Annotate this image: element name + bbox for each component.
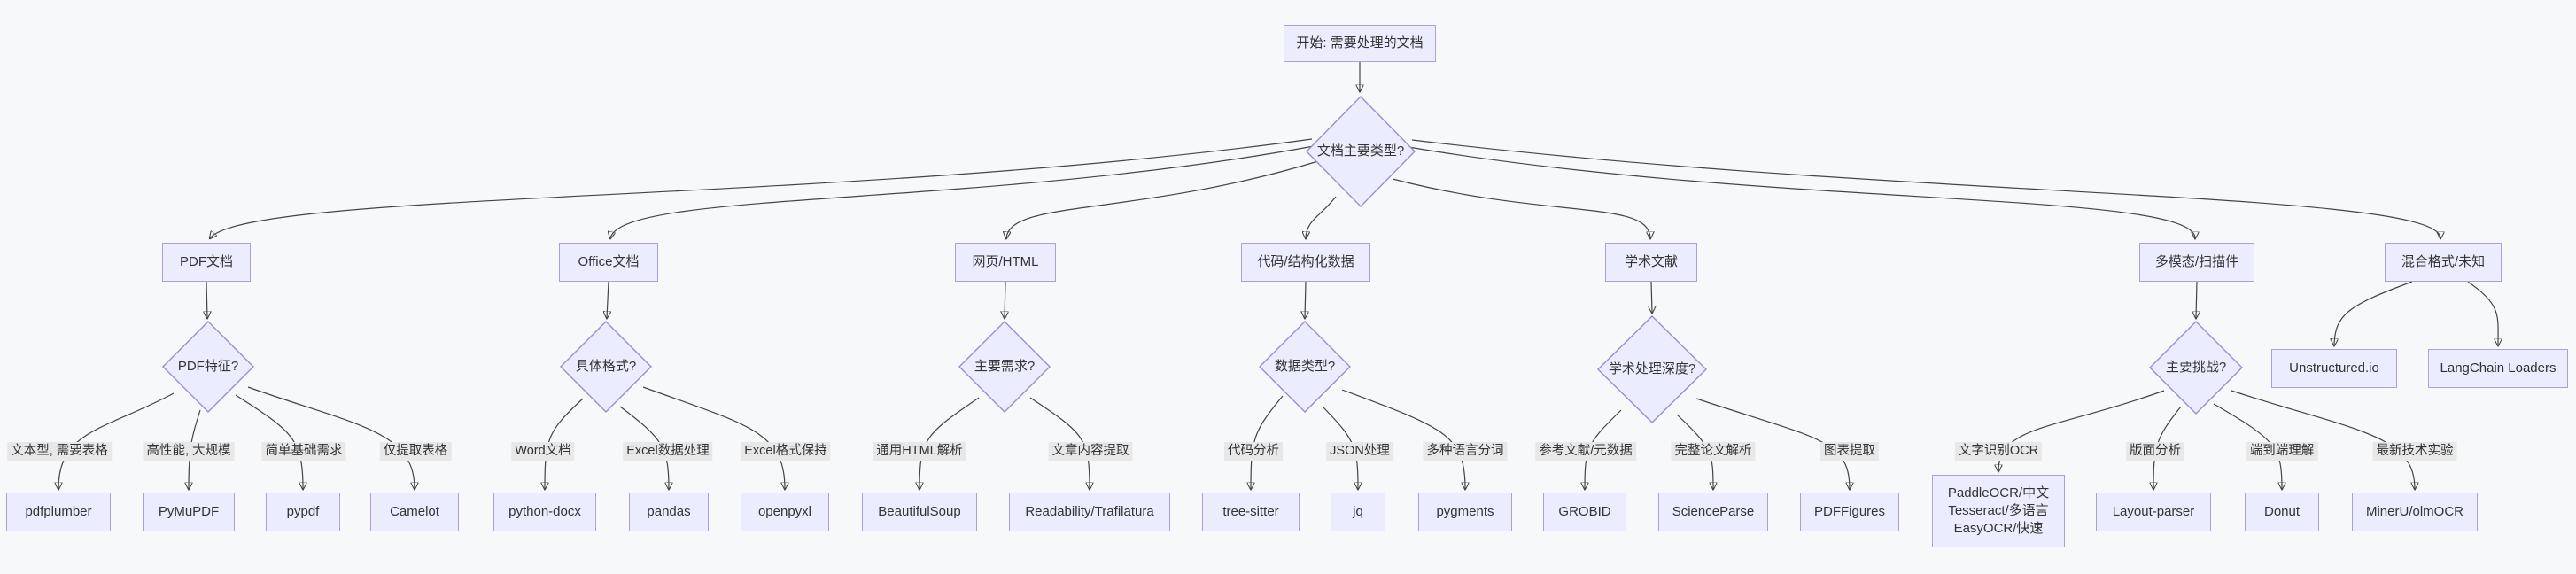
- edge-code-to-decision: [1305, 281, 1306, 318]
- tool-node-pymupdf: PyMuPDF: [143, 493, 235, 531]
- decision-label-academic: 学术处理深度?: [1608, 361, 1696, 376]
- edge-mixed-to-unstructured: [2334, 281, 2413, 345]
- category-node-office: Office文档: [559, 243, 658, 282]
- tool-node-python-docx: python-docx: [493, 493, 596, 531]
- tool-node-unstructured-io: Unstructured.io: [2271, 349, 2397, 388]
- edge-label-pdf-text-tables: 文本型, 需要表格: [7, 442, 112, 461]
- tool-node-tree-sitter: tree-sitter: [1202, 493, 1300, 531]
- tool-node-langchain-loaders: LangChain Loaders: [2428, 349, 2568, 388]
- edge-to-openpyxl: [642, 386, 785, 489]
- edge-label-excel-format: Excel格式保持: [741, 442, 831, 461]
- decision-label-pdf: PDF特征?: [177, 358, 239, 374]
- edge-root-to-html: [1006, 160, 1319, 238]
- tool-node-ocr-stack: PaddleOCR/中文 Tesseract/多语言 EasyOCR/快速: [1932, 475, 2065, 547]
- tool-node-readability-trafilatura: Readability/Trafilatura: [1009, 493, 1170, 531]
- tool-node-pdfplumber: pdfplumber: [6, 493, 111, 531]
- edge-root-to-pdf: [210, 138, 1313, 238]
- edge-label-layout: 版面分析: [2126, 442, 2184, 461]
- ocr-tool-line-3: EasyOCR/快速: [1953, 521, 2044, 537]
- edge-to-pygments: [1341, 389, 1465, 489]
- category-node-academic: 学术文献: [1605, 243, 1697, 282]
- category-node-code: 代码/结构化数据: [1241, 243, 1370, 282]
- tool-node-jq: jq: [1331, 493, 1385, 531]
- tool-node-pypdf: pypdf: [266, 493, 340, 531]
- tool-node-grobid: GROBID: [1543, 493, 1626, 531]
- tool-node-scienceparse: ScienceParse: [1658, 493, 1768, 531]
- category-node-pdf: PDF文档: [162, 243, 251, 282]
- edge-label-json: JSON处理: [1326, 442, 1393, 461]
- edge-label-pdf-performance: 高性能, 大规模: [143, 442, 235, 461]
- decision-node-multimodal: 主要挑战?: [2149, 321, 2243, 415]
- edge-office-to-decision: [607, 281, 609, 318]
- edge-label-word: Word文档: [511, 442, 575, 461]
- decision-node-code: 数据类型?: [1259, 321, 1351, 413]
- edge-root-to-office: [610, 145, 1315, 238]
- edge-pdf-to-decision: [206, 281, 207, 318]
- ocr-tool-line-1: PaddleOCR/中文: [1947, 485, 2050, 500]
- edge-to-pdfplumber: [58, 392, 175, 489]
- edge-label-pdf-basic: 简单基础需求: [261, 442, 346, 461]
- tool-node-camelot: Camelot: [370, 493, 459, 531]
- decision-node-academic: 学术处理深度?: [1597, 315, 1707, 423]
- decision-label-code: 数据类型?: [1274, 358, 1336, 374]
- tool-node-mineru-olmocr: MinerU/olmOCR: [2352, 493, 2478, 531]
- edge-label-latest-tech: 最新技术实验: [2372, 442, 2457, 461]
- category-node-multimodal: 多模态/扫描件: [2139, 243, 2254, 282]
- decision-label-multimodal: 主要挑战?: [2165, 359, 2227, 375]
- edge-mixed-to-langchain: [2467, 281, 2498, 345]
- tool-node-layout-parser: Layout-parser: [2096, 493, 2211, 531]
- category-node-html: 网页/HTML: [955, 243, 1056, 282]
- start-node: 开始: 需要处理的文档: [1284, 25, 1436, 62]
- tool-node-pandas: pandas: [629, 493, 709, 531]
- tool-node-pygments: pygments: [1418, 493, 1512, 531]
- edge-label-figures: 图表提取: [1820, 442, 1879, 461]
- tool-node-pdffigures: PDFFigures: [1800, 493, 1899, 531]
- edge-label-ocr: 文字识别OCR: [1954, 442, 2043, 461]
- edge-to-mineru: [2231, 390, 2415, 489]
- decision-label-office: 具体格式?: [575, 358, 637, 374]
- edge-label-references: 参考文献/元数据: [1535, 442, 1636, 461]
- edge-label-end-to-end: 端到端理解: [2246, 442, 2318, 461]
- edge-label-tokenize: 多种语言分词: [1423, 442, 1508, 461]
- tool-node-beautifulsoup: BeautifulSoup: [862, 493, 977, 531]
- decision-label-html: 主要需求?: [974, 358, 1036, 374]
- tool-node-openpyxl: openpyxl: [741, 493, 829, 531]
- edge-label-article-extract: 文章内容提取: [1048, 442, 1133, 461]
- edge-root-to-multimodal: [1408, 146, 2195, 238]
- root-decision-label: 文档主要类型?: [1316, 143, 1405, 159]
- decision-node-office: 具体格式?: [560, 321, 652, 413]
- edge-label-html-parse: 通用HTML解析: [873, 442, 966, 461]
- edge-label-full-paper: 完整论文解析: [1671, 442, 1756, 461]
- edge-root-to-academic: [1392, 178, 1650, 238]
- edge-label-excel-data: Excel数据处理: [623, 442, 713, 461]
- category-node-mixed: 混合格式/未知: [2385, 243, 2502, 282]
- decision-node-pdf: PDF特征?: [162, 321, 254, 413]
- edge-to-camelot: [247, 386, 415, 489]
- edge-academic-to-decision: [1651, 281, 1652, 313]
- ocr-tool-line-2: Tesseract/多语言: [1948, 502, 2049, 518]
- edge-multimodal-to-decision: [2196, 281, 2197, 318]
- edge-label-pdf-tables-only: 仅提取表格: [379, 442, 452, 461]
- root-decision: 文档主要类型?: [1306, 96, 1416, 207]
- edge-label-code-analysis: 代码分析: [1224, 442, 1283, 461]
- decision-node-html: 主要需求?: [958, 321, 1051, 413]
- tool-node-donut: Donut: [2245, 493, 2319, 531]
- edge-root-to-mixed: [1411, 139, 2440, 238]
